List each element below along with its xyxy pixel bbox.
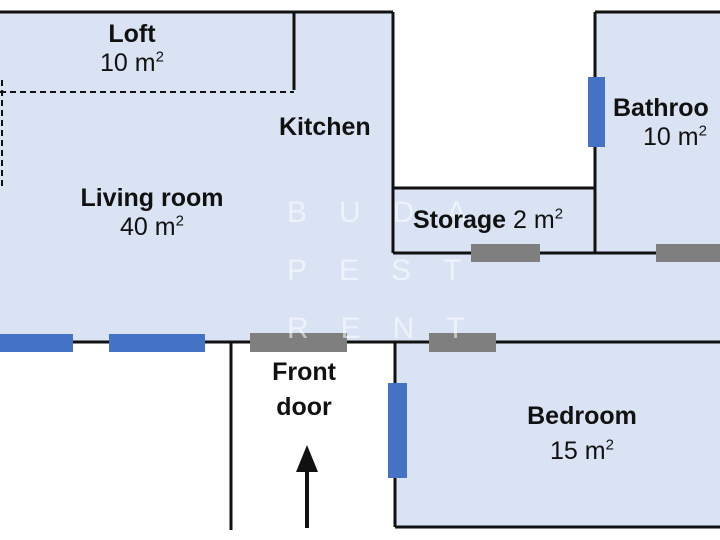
watermark-line-1: BUDA [287, 196, 499, 229]
door-bathroom [656, 244, 720, 262]
watermark-line-2: PEST [287, 254, 494, 287]
room-label-kitchen: Kitchen [279, 113, 371, 141]
room-name-living: Living room [80, 184, 224, 212]
room-name-bedroom: Bedroom [527, 402, 637, 430]
door-bedroom [429, 333, 496, 352]
room-name-storage: Storage [413, 206, 507, 234]
window-bedroom [388, 383, 407, 478]
room-name-loft: Loft [108, 20, 156, 48]
loft-outline [0, 80, 294, 188]
room-name-bathroom: Bathroo [613, 94, 709, 122]
room-area-storage: 2 m2 [513, 205, 564, 234]
door-front [250, 333, 347, 352]
room-label-bedroom: Bedroom 15 m2 [502, 402, 662, 466]
bedroom-floor [395, 342, 720, 527]
window-living-1 [0, 334, 73, 352]
doors [250, 244, 720, 352]
room-area-bedroom: 15 m2 [550, 436, 614, 465]
room-area-living: 40 m2 [120, 212, 184, 241]
arrow-up-icon [296, 445, 318, 528]
room-label-front-door: Front door [244, 358, 364, 422]
room-label-bathroom: Bathroo 10 m2 [613, 94, 709, 152]
window-living-2 [109, 334, 205, 352]
storage-floor [395, 190, 593, 253]
walls [0, 10, 720, 530]
front-door-line-2: door [276, 392, 332, 421]
room-label-storage: Storage 2 m2 [413, 206, 563, 235]
room-label-living: Living room 40 m2 [52, 184, 252, 242]
door-storage [471, 244, 540, 262]
windows [0, 77, 605, 478]
room-label-loft: Loft 10 m2 [52, 20, 212, 78]
watermark-line-3: RENT [287, 312, 497, 345]
room-area-bathroom: 10 m2 [643, 122, 707, 151]
front-door-line-1: Front [272, 358, 336, 386]
window-bathroom [588, 77, 605, 147]
room-area-loft: 10 m2 [100, 48, 164, 77]
